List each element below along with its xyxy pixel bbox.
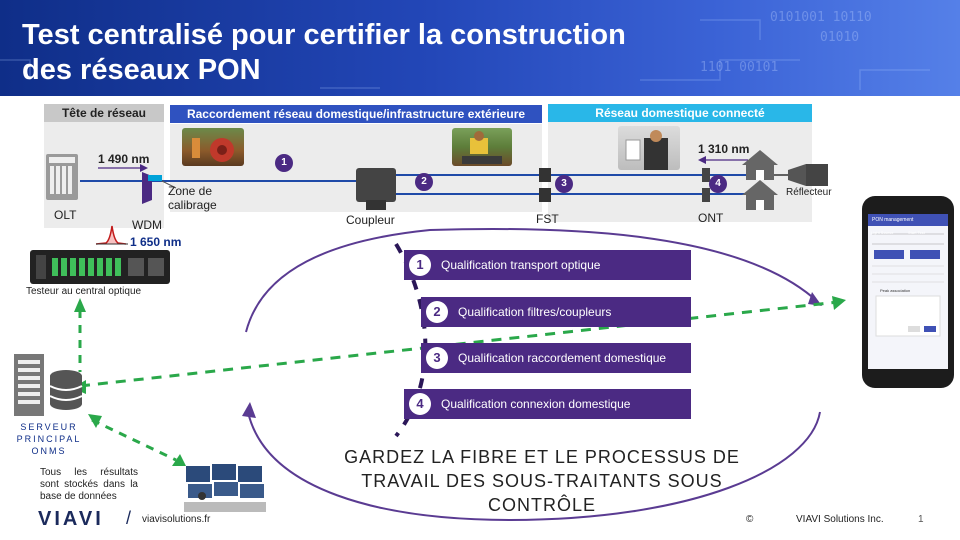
smartphone: PON management Light Source Start Test P… (862, 196, 954, 388)
marker-1: 1 (275, 154, 293, 172)
coupler-device (356, 168, 396, 202)
binary-decoration: 0101001 10110 (770, 10, 872, 25)
coupler-label: Coupleur (346, 213, 395, 227)
link-server-control (91, 418, 177, 462)
pulse-1650 (95, 225, 127, 245)
home-bottom-door (756, 200, 764, 210)
wavelength-1490: 1 490 nm (98, 152, 150, 166)
qualification-number: 3 (426, 347, 448, 369)
marker-3: 3 (555, 175, 573, 193)
tester-label: Testeur au central optique (26, 286, 142, 297)
qualification-number: 1 (409, 254, 431, 276)
olt-icon (46, 154, 78, 200)
results-note: Tous les résultats sont stockés dans la … (40, 467, 138, 502)
qualification-item-4: 4 Qualification connexion domestique (404, 389, 691, 419)
band-home: Réseau domestique connecté (548, 104, 812, 122)
header-banner: 0101001 10110 01010 1101 00101 Test cent… (0, 0, 960, 96)
server-label: SERVEUR PRINCIPAL ONMS (16, 422, 82, 456)
control-room-image (182, 462, 268, 514)
fst-label: FST (536, 212, 559, 226)
phone-start-test: Start Test (908, 230, 925, 235)
home-top-door (756, 170, 764, 180)
link-phone-head (832, 296, 846, 310)
footer-copyright: © (746, 514, 754, 525)
wavelength-1650: 1 650 nm (130, 235, 182, 249)
arrow-1490-head (140, 164, 148, 172)
process-arc-bottom (247, 411, 821, 522)
calibration-pointer (159, 179, 177, 189)
marker-4: 4 (709, 175, 727, 193)
footer-company: VIAVI Solutions Inc. (796, 514, 884, 525)
marker-2: 2 (415, 173, 433, 191)
process-arc-top (245, 227, 819, 333)
band-central: Tête de réseau (44, 104, 164, 122)
reflector-body (806, 164, 828, 186)
qualification-number: 4 (409, 393, 431, 415)
qualification-item-3: 3 Qualification raccordement domestique (421, 343, 691, 373)
ont-label: ONT (698, 211, 724, 225)
binary-decoration: 01010 (820, 30, 860, 45)
qualification-number: 2 (426, 301, 448, 323)
viavi-logo: VIAVI (38, 508, 104, 530)
field-photo-cable-reel (182, 128, 244, 166)
link-tester-head (74, 298, 86, 312)
process-arc-bottom-head (242, 402, 256, 418)
phone-screen: PON management (868, 214, 948, 369)
footer-url[interactable]: viavisolutions.fr (142, 514, 211, 525)
wavelength-1310: 1 310 nm (698, 142, 750, 156)
home-photo-ont-install (618, 126, 680, 170)
qualification-label: Qualification transport optique (441, 258, 601, 272)
page-number: 1 (918, 514, 924, 525)
ont-connector-top (702, 168, 710, 182)
wdm-label: WDM (132, 218, 162, 232)
reflector-label: Réflecteur (786, 187, 832, 198)
ont-connector-bottom (702, 188, 710, 202)
server-icon (14, 354, 83, 416)
phone-app-title: PON management (868, 214, 948, 226)
arrow-1310-head (698, 156, 706, 164)
fst-connector-top (539, 168, 551, 182)
page-title: Test centralisé pour certifier la constr… (22, 19, 626, 86)
qualification-item-1: 1 Qualification transport optique (404, 250, 691, 280)
fst-connector-bottom (539, 188, 551, 202)
band-outside: Raccordement réseau domestique/infrastru… (170, 105, 542, 123)
qualification-label: Qualification filtres/coupleurs (458, 305, 612, 319)
calibration-zone-label: Zone de calibrage (168, 184, 217, 212)
field-photo-technician (452, 128, 512, 166)
calibration-block (148, 175, 162, 181)
binary-decoration: 1101 00101 (700, 60, 779, 75)
control-banner: GARDEZ LA FIBRE ET LE PROCESSUS DE TRAVA… (344, 447, 740, 515)
qualification-item-2: 2 Qualification filtres/coupleurs (421, 297, 691, 327)
olt-label: OLT (54, 208, 77, 222)
optical-tester-device (30, 250, 170, 284)
process-arc-top-head (808, 292, 822, 306)
qualification-label: Qualification connexion domestique (441, 397, 631, 411)
qualification-label: Qualification raccordement domestique (458, 351, 667, 365)
coupler-base (366, 200, 386, 210)
phone-light-source: Light Source (871, 230, 894, 235)
reflector-device (788, 164, 806, 186)
link-control-head (172, 454, 186, 466)
phone-popup-title: Peak association (880, 288, 911, 293)
circuit-decoration (0, 19, 930, 90)
link-control-tail (88, 414, 102, 428)
footer-separator: / (126, 508, 132, 528)
